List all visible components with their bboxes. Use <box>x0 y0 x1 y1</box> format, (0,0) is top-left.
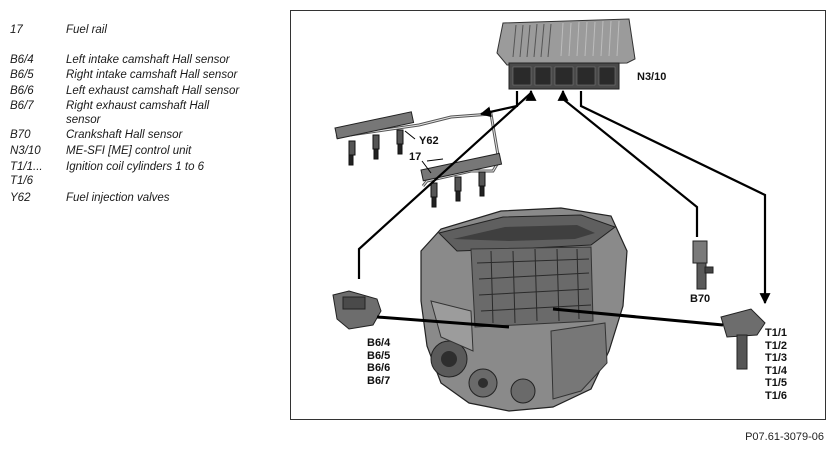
callout-b6-7: B6/7 <box>367 374 391 387</box>
signal-arrows <box>357 89 771 305</box>
callout-t1-6: T1/6 <box>765 389 788 402</box>
callout-b6-6: B6/6 <box>367 362 391 374</box>
callout-t1-4: T1/4 <box>765 364 788 377</box>
callout-n3-10: N3/10 <box>637 71 667 83</box>
legend-desc: Fuel injection valves <box>66 192 170 204</box>
callout-t1-2: T1/2 <box>765 339 788 352</box>
legend-code: B6/6 <box>10 85 34 97</box>
legend-code: B6/7 <box>10 100 34 112</box>
camshaft-hall-sensor <box>332 290 510 330</box>
legend-code: B70 <box>10 129 31 141</box>
callout-b6-group: B6/4 B6/5 B6/6 B6/7 <box>367 337 390 387</box>
ignition-coil <box>552 307 766 370</box>
legend-desc: Crankshaft Hall sensor <box>66 129 183 141</box>
callout-t1-group: T1/1 T1/2 T1/3 T1/4 T1/5 T1/6 <box>765 327 787 402</box>
crankshaft-hall-sensor <box>692 240 714 290</box>
legend-code: N3/10 <box>10 145 41 157</box>
legend-code: T1/1... T1/6 <box>10 161 43 187</box>
callout-b6-4: B6/4 <box>367 337 391 349</box>
figure-reference-code: P07.61-3079-06 <box>745 431 824 443</box>
legend-desc: Right intake camshaft Hall sensor <box>66 69 238 81</box>
legend-code: B6/5 <box>10 69 34 81</box>
legend-desc: Fuel rail <box>66 24 107 36</box>
diagram-frame: N3/10 Y62 17 B70 B6/4 B6/5 B6/6 B6/7 T1/… <box>290 10 826 420</box>
callout-b70: B70 <box>690 293 711 305</box>
callout-17: 17 <box>409 151 422 163</box>
control-unit-n3-10 <box>496 18 636 90</box>
callout-t1-3: T1/3 <box>765 352 788 364</box>
legend-code: B6/4 <box>10 54 34 66</box>
legend-desc: Right exhaust camshaft Hall sensor <box>66 100 210 126</box>
callout-t1-5: T1/5 <box>765 377 788 389</box>
diagram-artwork <box>332 18 771 412</box>
callout-y62: Y62 <box>419 135 439 147</box>
legend-desc: ME-SFI [ME] control unit <box>66 145 192 157</box>
callout-t1-1: T1/1 <box>765 327 788 339</box>
legend-code: 17 <box>10 24 23 36</box>
callout-b6-5: B6/5 <box>367 349 391 362</box>
engine-illustration <box>420 207 628 412</box>
legend-desc: Ignition coil cylinders 1 to 6 <box>66 161 205 173</box>
legend-code: Y62 <box>10 192 31 204</box>
legend-desc: Left exhaust camshaft Hall sensor <box>66 85 240 97</box>
legend-desc: Left intake camshaft Hall sensor <box>66 54 230 66</box>
